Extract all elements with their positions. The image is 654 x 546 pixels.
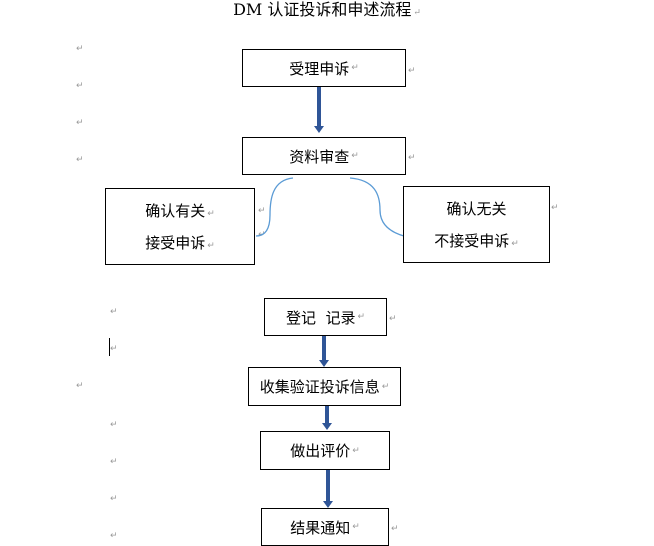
- flow-box-evaluate: 做出评价↵: [260, 431, 390, 470]
- document-title-text: DM 认证投诉和申述流程: [233, 0, 412, 19]
- paragraph-mark: ↵: [110, 307, 118, 317]
- paragraph-mark: ↵: [76, 118, 84, 128]
- paragraph-mark: ↵: [76, 44, 84, 54]
- paragraph-mark: ↵: [258, 206, 266, 216]
- flow-box-line: 不接受申诉↵: [434, 230, 519, 251]
- flow-box-document-review: 资料审查↵: [242, 137, 406, 175]
- paragraph-mark: ↵: [408, 66, 416, 76]
- paragraph-mark: ↵: [110, 531, 118, 541]
- flow-box-label: 受理申诉: [289, 59, 350, 78]
- down-arrow: [314, 87, 324, 133]
- down-arrow: [322, 406, 332, 430]
- left-curved-connector: [255, 177, 294, 237]
- flow-box-label: 确认有关: [145, 202, 206, 221]
- down-arrow: [319, 336, 329, 367]
- paragraph-mark: ↵: [76, 81, 84, 91]
- flow-box-register-record: 登记 记录↵: [264, 298, 387, 336]
- paragraph-mark: ↵: [207, 209, 215, 220]
- flow-box-line: 确认有关↵: [145, 200, 215, 221]
- paragraph-mark: ↵: [110, 494, 118, 504]
- paragraph-mark: ↵: [110, 344, 118, 354]
- down-arrow: [323, 470, 333, 508]
- flow-box-label: 接受申诉: [145, 233, 206, 252]
- paragraph-mark: ↵: [207, 240, 215, 251]
- paragraph-mark: ↵: [413, 8, 421, 18]
- paragraph-mark: ↵: [511, 238, 519, 249]
- flow-box-irrelevant-reject: 确认无关 不接受申诉↵: [403, 186, 550, 263]
- flow-box-collect-verify: 收集验证投诉信息↵: [248, 367, 401, 406]
- document-title: DM 认证投诉和申述流程↵: [0, 0, 654, 23]
- flow-box-label: 收集验证投诉信息: [259, 378, 380, 396]
- paragraph-mark: ↵: [408, 153, 416, 163]
- paragraph-mark: ↵: [351, 151, 359, 161]
- paragraph-mark: ↵: [110, 457, 118, 467]
- paragraph-mark: ↵: [352, 522, 360, 532]
- flow-box-label: 结果通知: [290, 518, 351, 537]
- paragraph-mark: ↵: [551, 203, 559, 213]
- paragraph-mark: ↵: [76, 381, 84, 391]
- paragraph-mark: ↵: [381, 381, 390, 392]
- flow-box-label: 做出评价: [290, 442, 351, 460]
- flow-box-label: 登记 记录: [285, 308, 356, 327]
- flow-box-notify-result: 结果通知↵: [261, 508, 389, 546]
- paragraph-mark: ↵: [352, 445, 360, 456]
- paragraph-mark: ↵: [351, 63, 359, 73]
- paragraph-mark: ↵: [110, 420, 118, 430]
- flow-box-relevant-accept: 确认有关↵ 接受申诉↵: [105, 188, 255, 265]
- flow-box-line: 确认无关: [446, 198, 506, 219]
- paragraph-mark: ↵: [76, 155, 84, 165]
- paragraph-mark: ↵: [389, 314, 397, 324]
- paragraph-mark: ↵: [357, 312, 366, 322]
- flow-box-label: 不接受申诉: [434, 231, 510, 250]
- right-curved-connector: [349, 177, 405, 237]
- flow-box-line: 接受申诉↵: [145, 232, 215, 253]
- text-cursor: [109, 338, 110, 356]
- flow-box-label: 确认无关: [446, 200, 507, 219]
- paragraph-mark: ↵: [391, 524, 399, 534]
- flow-box-label: 资料审查: [289, 147, 350, 166]
- flow-box-accept-appeal: 受理申诉↵: [242, 49, 406, 87]
